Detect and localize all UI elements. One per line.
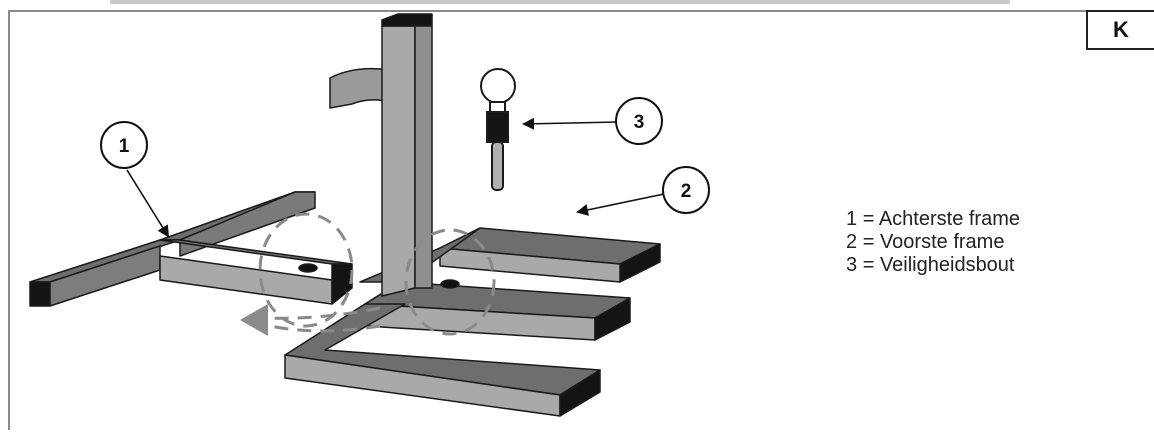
legend-item: 1 = Achterste frame xyxy=(846,208,1020,230)
top-rule xyxy=(110,0,1010,4)
dashed-guides xyxy=(258,212,496,336)
svg-text:2: 2 xyxy=(681,181,692,202)
legend: 1 = Achterste frame 2 = Voorste frame 3 … xyxy=(846,208,1020,277)
callout-2: 2 xyxy=(662,166,710,214)
safety-bolt xyxy=(480,68,516,191)
svg-text:1: 1 xyxy=(119,136,130,157)
vertical-post xyxy=(329,13,433,297)
svg-text:3: 3 xyxy=(634,112,645,133)
figure-frame xyxy=(8,10,1151,430)
callout-1: 1 xyxy=(100,121,148,169)
rear-frame xyxy=(29,191,353,307)
front-frame xyxy=(284,227,661,417)
legend-item: 2 = Voorste frame xyxy=(846,231,1005,253)
callout-leaders xyxy=(126,117,665,238)
section-badge: K xyxy=(1086,10,1154,50)
move-direction-arrow xyxy=(240,304,268,336)
callout-3: 3 xyxy=(615,97,663,145)
legend-item: 3 = Veiligheidsbout xyxy=(846,254,1015,276)
